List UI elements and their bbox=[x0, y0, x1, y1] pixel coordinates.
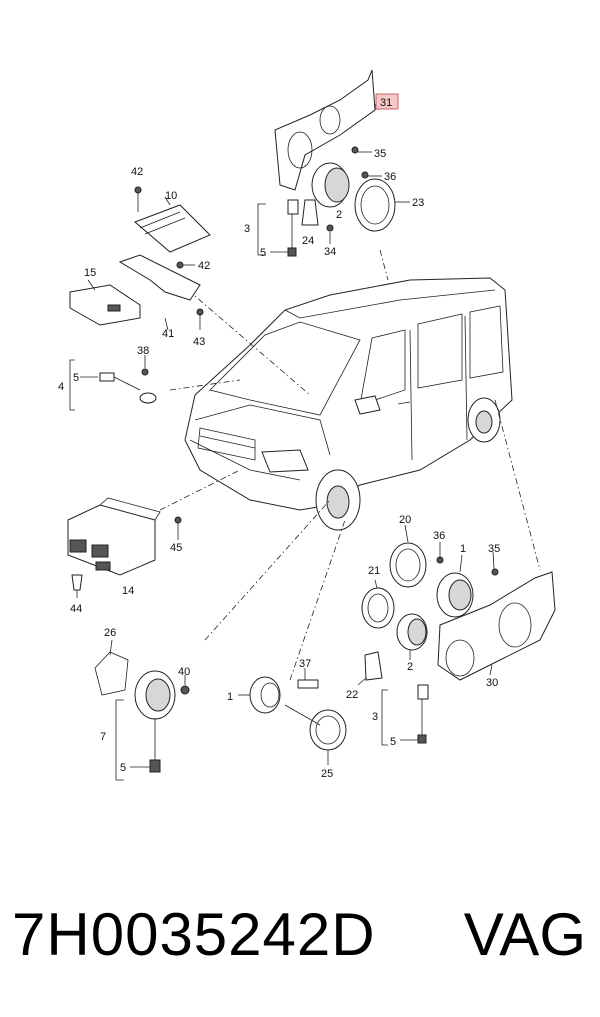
callout-45[interactable]: 45 bbox=[170, 542, 182, 554]
callout-42[interactable]: 42 bbox=[198, 260, 210, 272]
control-unit-group bbox=[69, 186, 211, 331]
callout-40[interactable]: 40 bbox=[178, 666, 190, 678]
top-speaker-group bbox=[257, 69, 410, 257]
callout-15[interactable]: 15 bbox=[84, 267, 96, 279]
front-speaker-group bbox=[94, 639, 190, 781]
callout-2[interactable]: 2 bbox=[336, 209, 342, 221]
callout-5[interactable]: 5 bbox=[260, 247, 266, 259]
callout-34[interactable]: 34 bbox=[324, 246, 336, 258]
callout-5[interactable]: 5 bbox=[390, 736, 396, 748]
callout-4[interactable]: 4 bbox=[58, 381, 64, 393]
part-number: 7H0035242D bbox=[12, 901, 376, 968]
callout-36[interactable]: 36 bbox=[433, 530, 445, 542]
van-illustration bbox=[184, 277, 513, 531]
callout-labels: 31 35 36 23 2 3 24 5 34 42 10 42 15 41 4… bbox=[58, 93, 500, 780]
callout-38[interactable]: 38 bbox=[137, 345, 149, 357]
callout-42[interactable]: 42 bbox=[131, 166, 143, 178]
callout-14[interactable]: 14 bbox=[122, 585, 134, 597]
callout-5[interactable]: 5 bbox=[120, 762, 126, 774]
tweeter-group bbox=[238, 668, 347, 765]
callout-44[interactable]: 44 bbox=[70, 603, 82, 615]
callout-1[interactable]: 1 bbox=[460, 543, 466, 555]
callout-43[interactable]: 43 bbox=[193, 336, 205, 348]
callout-3[interactable]: 3 bbox=[372, 711, 378, 723]
callout-26[interactable]: 26 bbox=[104, 627, 116, 639]
callout-25[interactable]: 25 bbox=[321, 768, 333, 780]
callout-22[interactable]: 22 bbox=[346, 689, 358, 701]
callout-5[interactable]: 5 bbox=[73, 372, 79, 384]
parts-diagram: 31 35 36 23 2 3 24 5 34 42 10 42 15 41 4… bbox=[58, 69, 556, 781]
callout-37[interactable]: 37 bbox=[299, 658, 311, 670]
callout-3[interactable]: 3 bbox=[244, 223, 250, 235]
callout-20[interactable]: 20 bbox=[399, 514, 411, 526]
sensor-group bbox=[69, 355, 157, 411]
rear-speaker-group bbox=[357, 524, 556, 746]
callout-31[interactable]: 31 bbox=[380, 97, 392, 109]
footer: 7H0035242D VAG bbox=[0, 900, 600, 980]
callout-10[interactable]: 10 bbox=[165, 190, 177, 202]
callout-2[interactable]: 2 bbox=[407, 661, 413, 673]
callout-35[interactable]: 35 bbox=[374, 148, 386, 160]
brand-name: VAG bbox=[463, 901, 586, 968]
callout-1[interactable]: 1 bbox=[227, 691, 233, 703]
callout-41[interactable]: 41 bbox=[162, 328, 174, 340]
amplifier-group bbox=[67, 497, 182, 598]
callout-30[interactable]: 30 bbox=[486, 677, 498, 689]
highlight-box bbox=[375, 93, 399, 110]
callout-24[interactable]: 24 bbox=[302, 235, 314, 247]
callout-36[interactable]: 36 bbox=[384, 171, 396, 183]
callout-21[interactable]: 21 bbox=[368, 565, 380, 577]
callout-7[interactable]: 7 bbox=[100, 731, 106, 743]
callout-23[interactable]: 23 bbox=[412, 197, 424, 209]
callout-35[interactable]: 35 bbox=[488, 543, 500, 555]
